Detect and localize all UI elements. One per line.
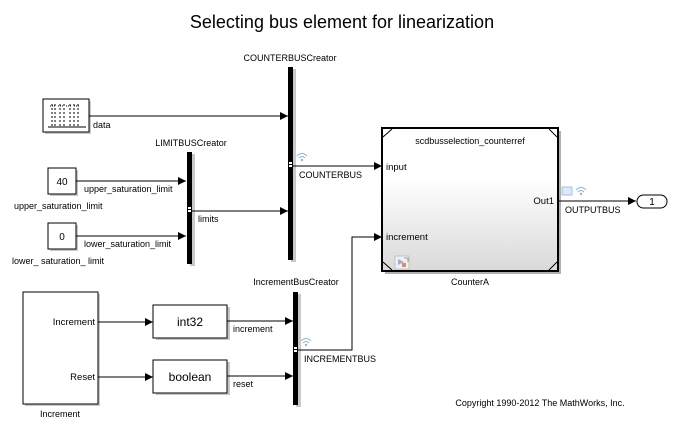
input-port-input: input [386, 162, 407, 173]
block-name-upper-limit: upper_saturation_limit [14, 201, 103, 211]
input-port-increment: increment [386, 232, 428, 243]
constant-value: 40 [56, 177, 68, 188]
boolean-conversion-block[interactable]: boolean [152, 359, 230, 395]
signal-stream-icon [296, 153, 308, 162]
block-name-lower-limit: lower_ saturation_ limit [12, 256, 105, 266]
limit-bus-creator-block[interactable] [187, 152, 195, 266]
block-name-increment-bus-creator: IncrementBusCreator [253, 277, 339, 287]
signal-logging-icon [561, 186, 587, 196]
output-port-reset: Reset [70, 372, 95, 383]
block-name-counter-bus-creator: COUNTERBUSCreator [243, 53, 336, 63]
block-name-limit-bus-creator: LIMITBUSCreator [155, 138, 227, 148]
signal-label-reset: reset [233, 379, 254, 389]
signal-label-incrementbus: INCREMENTBUS [304, 354, 376, 364]
pulse-signal-icon [48, 104, 86, 128]
counter-model-reference-block[interactable]: scdbusselection_counterref input increme… [381, 127, 561, 274]
signal-source-block[interactable] [42, 98, 91, 134]
signal-label-upper-limit: upper_saturation_limit [84, 184, 173, 194]
signal-label-outputbus: OUTPUTBUS [565, 205, 621, 215]
wire-incrementbus[interactable] [298, 233, 382, 351]
lower-saturation-constant-block[interactable]: 0 [47, 222, 78, 251]
signal-label-data: data [93, 120, 111, 130]
counter-bus-creator-block[interactable] [288, 67, 296, 262]
outport-block[interactable]: 1 [636, 194, 668, 209]
copyright-text: Copyright 1990-2012 The MathWorks, Inc. [455, 398, 624, 408]
int32-conversion-block[interactable]: int32 [152, 304, 230, 340]
block-name-increment: Increment [40, 409, 81, 419]
block-name-counter-a: CounterA [451, 277, 489, 287]
diagram-title: Selecting bus element for linearization [190, 12, 494, 32]
signal-label-counterbus: COUNTERBUS [299, 170, 362, 180]
model-reference-name: scdbusselection_counterref [415, 136, 525, 146]
output-port-increment: Increment [53, 317, 96, 328]
output-port-out1: Out1 [533, 196, 554, 207]
conversion-type: boolean [169, 370, 212, 384]
signal-label-limits: limits [198, 214, 219, 224]
conversion-type: int32 [177, 315, 203, 329]
upper-saturation-constant-block[interactable]: 40 [47, 167, 78, 196]
signal-stream-icon [300, 338, 312, 347]
outport-number: 1 [649, 197, 655, 208]
signal-label-increment: increment [233, 324, 273, 334]
signal-label-lower-limit: lower_saturation_limit [84, 239, 172, 249]
model-reference-icon [394, 255, 410, 270]
constant-value: 0 [59, 232, 65, 243]
increment-subsystem-block[interactable]: Increment Reset [22, 291, 100, 406]
